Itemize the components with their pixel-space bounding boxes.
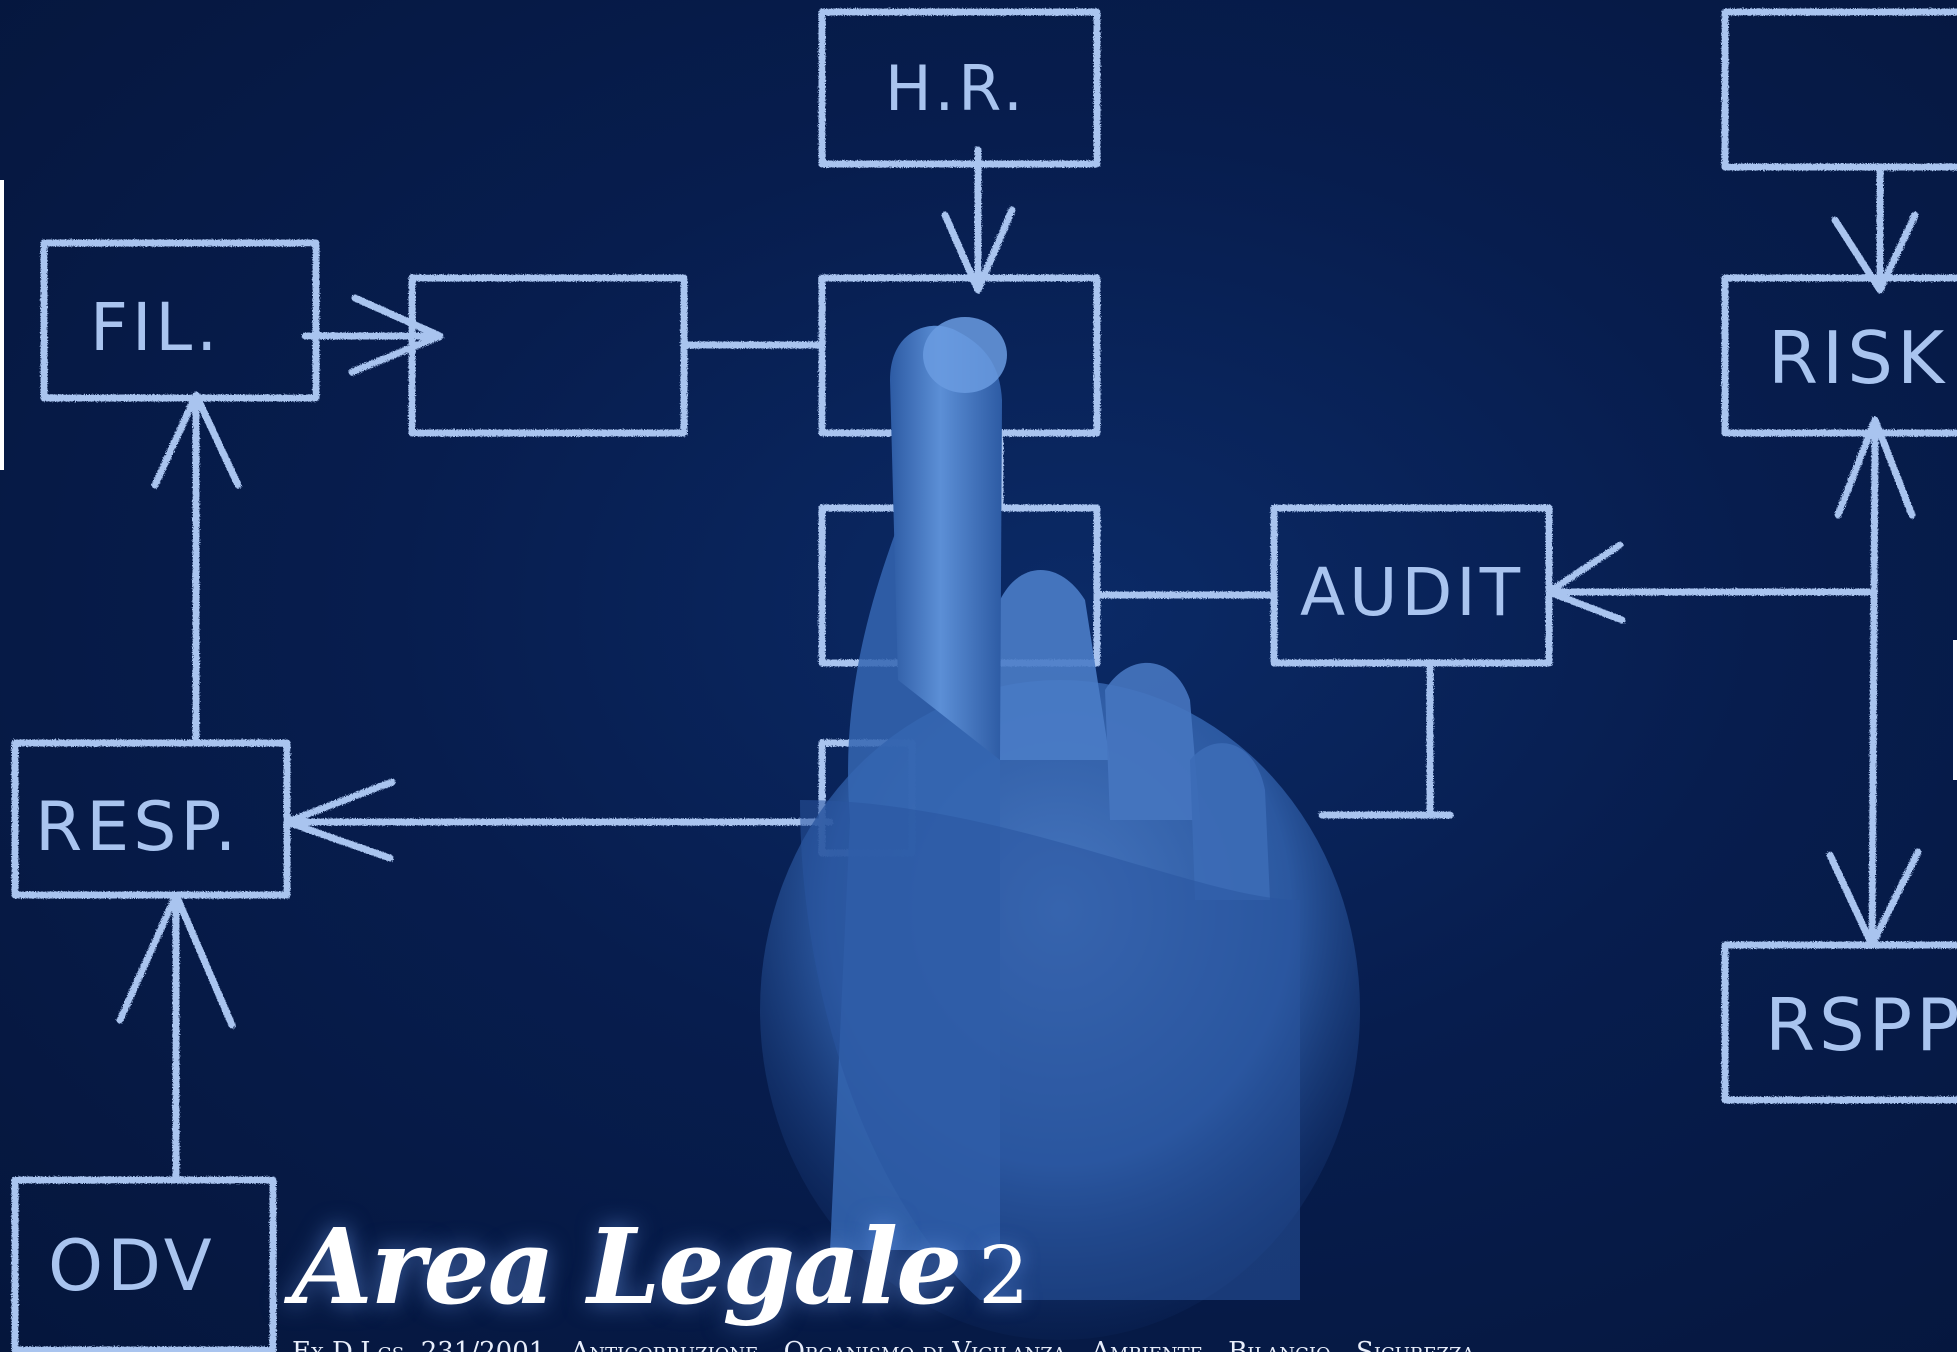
left-edge-bar: [0, 180, 4, 470]
right-edge-bar: [1953, 640, 1957, 780]
title: Area Legale 2: [292, 1215, 1029, 1335]
box-odv: [11, 1176, 277, 1352]
subtitle: Ex D.Lgs. 231/2001 - Anticorruzione - Or…: [292, 1337, 1475, 1352]
label-odv: ODV: [48, 1225, 216, 1307]
title-text: Area Legale: [292, 1205, 962, 1328]
box-top-right: [1721, 8, 1957, 171]
pointing-hand: [760, 317, 1360, 1340]
box-empty-1: [408, 274, 688, 437]
box-rspp: [1721, 941, 1957, 1104]
title-number: 2: [978, 1229, 1030, 1322]
label-audit: AUDIT: [1300, 554, 1524, 631]
box-risk: [1721, 274, 1957, 437]
label-risk: RISK: [1768, 316, 1948, 400]
label-rspp: RSPP: [1765, 983, 1957, 1067]
label-hr: H.R.: [885, 52, 1027, 125]
box-fil: [40, 239, 320, 402]
box-hr: [818, 8, 1101, 168]
label-fil: FIL.: [90, 289, 221, 366]
box-audit: [1270, 504, 1553, 667]
label-resp: RESP.: [35, 788, 240, 867]
